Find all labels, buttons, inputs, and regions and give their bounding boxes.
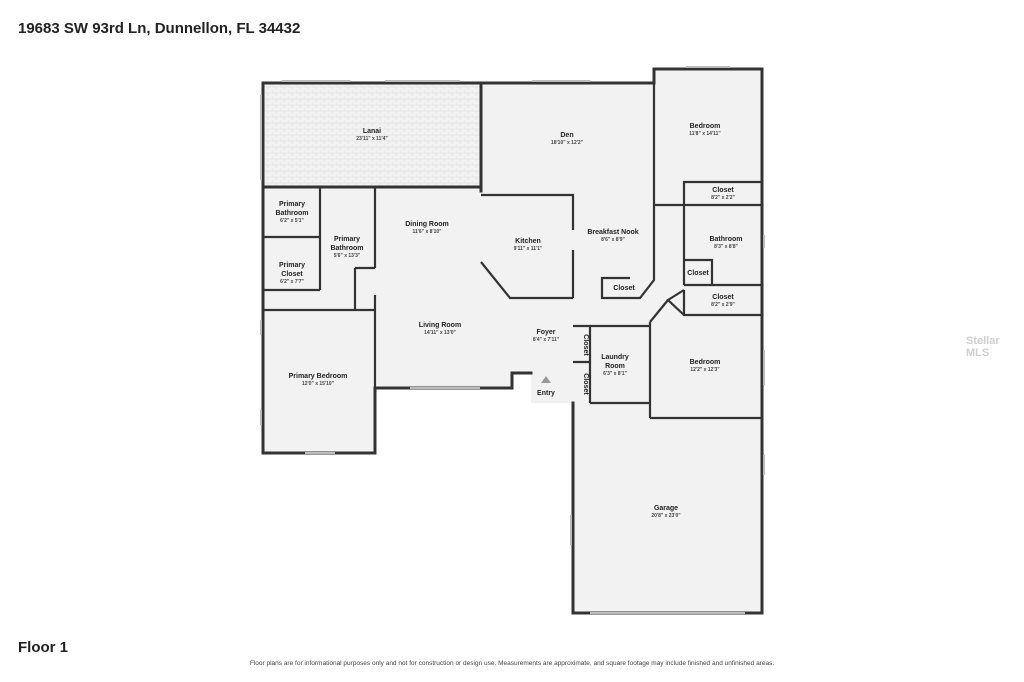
svg-text:Laundry: Laundry <box>601 354 629 361</box>
svg-text:8'2" x 2'2": 8'2" x 2'2" <box>711 195 735 201</box>
room-bedroom-se: Bedroom 12'2" x 12'3" <box>690 359 721 373</box>
room-foyer: Foyer 8'4" x 7'11" <box>533 329 560 343</box>
svg-text:Lanai: Lanai <box>363 128 381 135</box>
svg-text:Bathroom: Bathroom <box>330 245 363 252</box>
room-closet-e2: Closet 8'2" x 2'9" <box>711 294 735 308</box>
room-bedroom-ne: Bedroom 11'8" x 14'11" <box>689 123 721 137</box>
room-closet-ne: Closet 8'2" x 2'2" <box>711 187 735 201</box>
svg-text:5'6" x 13'3": 5'6" x 13'3" <box>334 253 361 259</box>
floor-label: Floor 1 <box>18 639 69 656</box>
svg-text:12'0" x 15'10": 12'0" x 15'10" <box>302 381 335 387</box>
svg-text:18'10" x 12'2": 18'10" x 12'2" <box>551 140 584 146</box>
windows <box>260 66 765 614</box>
room-closet-kitchen: Closet <box>613 285 635 292</box>
address-title: 19683 SW 93rd Ln, Dunnellon, FL 34432 <box>18 20 301 37</box>
svg-text:Primary: Primary <box>279 201 305 208</box>
svg-text:Primary: Primary <box>334 236 360 243</box>
svg-text:Dining Room: Dining Room <box>405 221 449 228</box>
room-primary-bathroom-1: Primary Bathroom 6'2" x 5'1" <box>275 201 308 224</box>
svg-text:14'11" x 13'0": 14'11" x 13'0" <box>424 330 456 336</box>
svg-text:Closet: Closet <box>687 270 709 277</box>
svg-text:Kitchen: Kitchen <box>515 238 541 245</box>
svg-text:Closet: Closet <box>613 285 635 292</box>
floor-fill <box>263 69 762 613</box>
lanai-patio <box>263 83 481 187</box>
svg-text:Breakfast Nook: Breakfast Nook <box>587 229 638 236</box>
entry-label: Entry <box>537 390 555 397</box>
svg-text:8'2" x 2'9": 8'2" x 2'9" <box>711 302 735 308</box>
room-lanai: Lanai 23'11" x 11'4" <box>356 128 388 142</box>
interior-walls <box>263 83 762 420</box>
svg-text:Den: Den <box>560 132 573 139</box>
room-primary-bathroom-2: Primary Bathroom 5'6" x 13'3" <box>330 236 363 259</box>
svg-text:Bedroom: Bedroom <box>690 359 721 366</box>
svg-text:Living Room: Living Room <box>419 322 461 329</box>
room-laundry: Laundry Room 6'3" x 8'1" <box>601 354 629 377</box>
svg-text:Foyer: Foyer <box>536 329 555 336</box>
svg-text:Primary Bedroom: Primary Bedroom <box>289 373 348 380</box>
svg-text:11'6" x 8'10": 11'6" x 8'10" <box>412 229 442 235</box>
room-garage: Garage 20'8" x 23'0" <box>651 505 681 519</box>
svg-text:6'3" x 8'1": 6'3" x 8'1" <box>603 371 627 377</box>
svg-text:Primary: Primary <box>279 262 305 269</box>
svg-text:Closet: Closet <box>582 334 589 356</box>
svg-text:9'11" x 11'1": 9'11" x 11'1" <box>514 246 543 252</box>
svg-text:Closet: Closet <box>712 187 734 194</box>
room-kitchen: Kitchen 9'11" x 11'1" <box>514 238 543 252</box>
svg-text:20'8" x 23'0": 20'8" x 23'0" <box>651 513 681 519</box>
svg-text:Closet: Closet <box>712 294 734 301</box>
room-primary-closet: Primary Closet 6'2" x 7'7" <box>279 262 305 285</box>
room-breakfast-nook: Breakfast Nook 8'6" x 8'9" <box>587 229 638 243</box>
room-closet-foyer-1: Closet <box>582 334 589 356</box>
svg-text:8'6" x 8'9": 8'6" x 8'9" <box>601 237 625 243</box>
svg-text:Bathroom: Bathroom <box>275 210 308 217</box>
entry-arrow-icon <box>541 376 551 383</box>
svg-text:11'8" x 14'11": 11'8" x 14'11" <box>689 131 721 137</box>
room-closet-foyer-2: Closet <box>582 373 589 395</box>
room-primary-bedroom: Primary Bedroom 12'0" x 15'10" <box>289 373 348 387</box>
svg-text:Room: Room <box>605 363 625 370</box>
svg-text:8'3" x 8'8": 8'3" x 8'8" <box>714 244 738 250</box>
room-closet-small: Closet <box>687 270 709 277</box>
svg-text:Closet: Closet <box>281 271 303 278</box>
room-bathroom-e: Bathroom 8'3" x 8'8" <box>709 236 742 250</box>
svg-text:Closet: Closet <box>582 373 589 395</box>
svg-text:6'2" x 5'1": 6'2" x 5'1" <box>280 218 304 224</box>
svg-text:12'2" x 12'3": 12'2" x 12'3" <box>690 367 720 373</box>
watermark: Stellar MLS <box>966 335 1000 359</box>
disclaimer: Floor plans are for informational purpos… <box>249 660 775 667</box>
svg-text:Bedroom: Bedroom <box>690 123 721 130</box>
svg-text:Garage: Garage <box>654 505 678 512</box>
room-dining: Dining Room 11'6" x 8'10" <box>405 221 449 235</box>
svg-text:6'2" x 7'7": 6'2" x 7'7" <box>280 279 304 285</box>
svg-text:Bathroom: Bathroom <box>709 236 742 243</box>
room-living: Living Room 14'11" x 13'0" <box>419 322 461 336</box>
interior-floor <box>263 69 762 613</box>
room-den: Den 18'10" x 12'2" <box>551 132 584 146</box>
svg-text:23'11" x 11'4": 23'11" x 11'4" <box>356 136 388 142</box>
svg-text:8'4" x 7'11": 8'4" x 7'11" <box>533 337 560 343</box>
